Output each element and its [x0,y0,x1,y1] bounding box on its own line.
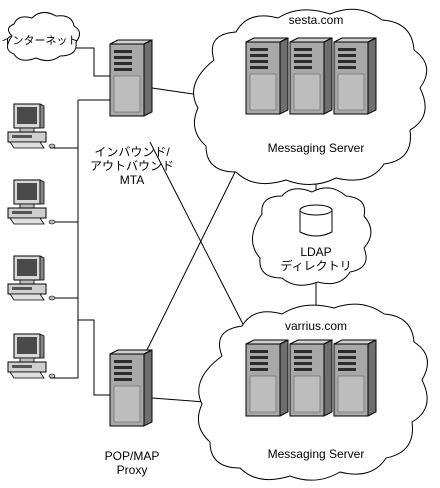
link-mta-sesta [151,87,201,96]
link-proxy-varrius [151,397,206,403]
client-workstations [7,103,56,379]
mta-label-line1: インバウンド/ [94,145,170,159]
workstation-icon [7,179,56,225]
sesta-domain-label: sesta.com [289,13,344,27]
internet-cloud-icon [7,12,80,62]
link-proxy-sesta [145,157,243,353]
varrius-domain: varrius.com Messaging Server [197,303,428,481]
sesta-server-label: Messaging Server [268,141,365,155]
varrius-domain-label: varrius.com [285,319,347,333]
varrius-server-label: Messaging Server [268,447,365,461]
server-tower-icon [245,339,289,417]
proxy-label-line1: POP/MAP [105,449,160,463]
mta-node: インバウンド/ アウトバウンド MTA [90,39,174,187]
server-tower-icon [289,37,333,115]
server-tower-icon [109,349,153,427]
proxy-label-line2: Proxy [117,463,148,477]
workstation-icon [7,103,56,149]
server-tower-icon [333,37,377,115]
server-tower-icon [245,37,289,115]
mta-label-line2: アウトバウンド [90,159,174,173]
link-clients-proxy [78,319,110,396]
sesta-domain: sesta.com Messaging Server [193,8,428,185]
network-cloud-icon [252,187,372,286]
workstation-icon [7,333,56,379]
internet-label: インターネット [2,34,79,47]
ldap-node: LDAP ディレクトリ [252,187,372,286]
proxy-node: POP/MAP Proxy [105,349,160,477]
ldap-label-line1: LDAP [300,245,331,259]
mta-label-line3: MTA [120,173,144,187]
link-internet-mta [76,47,110,77]
connection-lines [50,47,317,403]
internet-node: インターネット [2,12,80,62]
workstation-icon [7,255,56,301]
server-tower-icon [289,339,333,417]
database-cylinder-icon [299,204,333,237]
link-mta-varrius [149,141,251,339]
server-tower-icon [333,339,377,417]
server-tower-icon [109,39,153,117]
ldap-label-line2: ディレクトリ [280,258,351,273]
